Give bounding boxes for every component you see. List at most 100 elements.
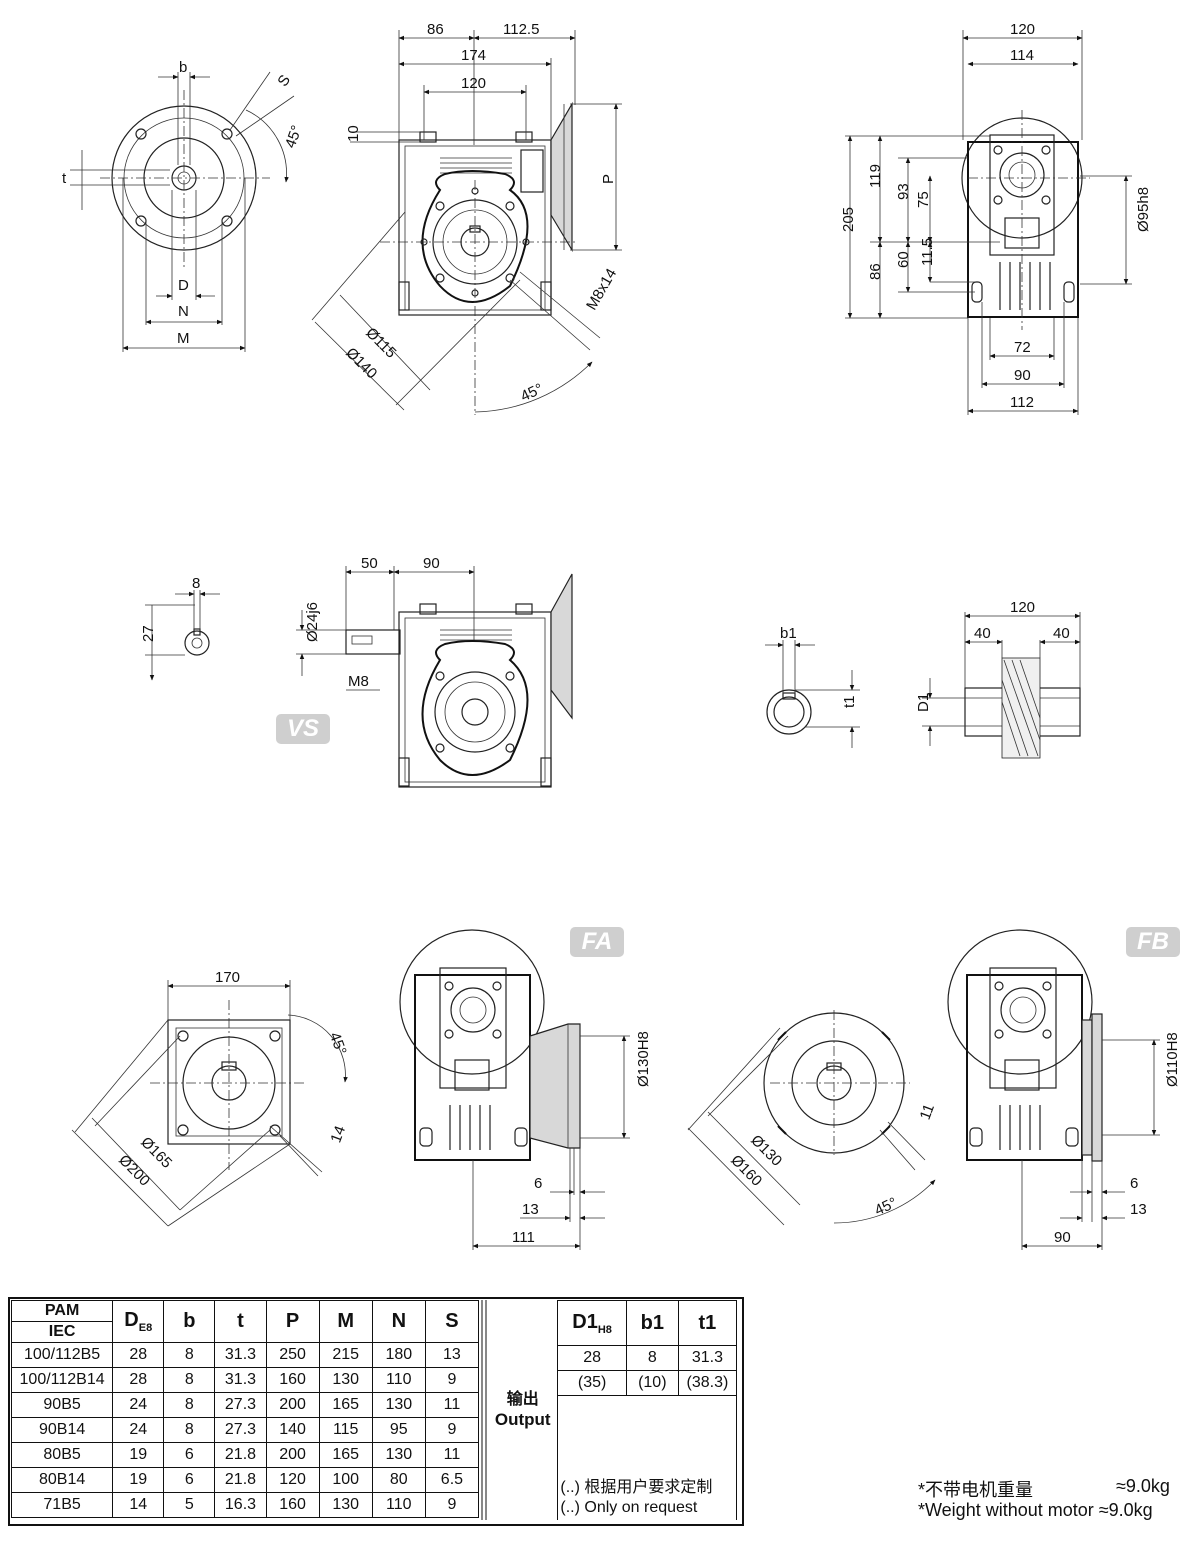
dim-dia24: Ø24j6 [304, 602, 321, 642]
output-label-en: Output [494, 1410, 551, 1430]
dim-angle-fa: 45° [326, 1030, 350, 1057]
dim-6-fb: 6 [1130, 1175, 1138, 1192]
dim-8-key: 8 [192, 575, 200, 592]
dim-90-right: 90 [1014, 367, 1031, 384]
dim-13-fa: 13 [522, 1201, 539, 1218]
weight-cn-value: ≈9.0kg [1116, 1476, 1170, 1496]
input-key-view: 8 27 [140, 575, 220, 681]
header-s: S [424, 1300, 480, 1343]
weight-cn: *不带电机重量 ≈9.0kg [918, 1476, 1170, 1502]
weight-cn-label: *不带电机重量 [918, 1480, 1034, 1500]
output-label-cn: 输出 [506, 1391, 539, 1409]
dim-dia160: Ø160 [727, 1152, 765, 1190]
fa-badge: FA [570, 927, 624, 957]
dim-dia110h8: Ø110H8 [1164, 1032, 1181, 1087]
header-m: M [318, 1300, 373, 1343]
dim-114: 114 [1010, 47, 1034, 64]
dim-dia200: Ø200 [115, 1152, 153, 1190]
output-label: 输出 Output [488, 1300, 559, 1520]
dim-6-fa: 6 [534, 1175, 542, 1192]
header-p: P [265, 1300, 320, 1343]
dim-p: P [600, 174, 617, 184]
dim-86: 86 [427, 21, 444, 38]
dim-m8-vs: M8 [348, 673, 369, 690]
fb-badge: FB [1126, 927, 1180, 957]
dim-75: 75 [915, 191, 932, 208]
dim-n: N [178, 303, 189, 320]
dim-d1: D1 [915, 693, 932, 712]
dim-72: 72 [1014, 339, 1031, 356]
vs-view: 50 90 Ø24j6 M8 [296, 555, 573, 788]
dim-112-5: 112.5 [503, 21, 539, 38]
dim-11-5: 11.5 [919, 238, 936, 266]
weight-en-value: ≈9.0kg [1098, 1500, 1153, 1520]
dim-dia115: Ø115 [362, 324, 399, 361]
flange-front-view: b S 45° t D N M [62, 59, 306, 352]
dim-13-fb: 13 [1130, 1201, 1147, 1218]
header-pam: PAM [10, 1300, 114, 1322]
fa-flange-view: 170 45° 14 Ø165 Ø200 [71, 969, 350, 1227]
table-row: (35)(10)(38.3) [488, 1370, 738, 1396]
dim-60: 60 [895, 251, 912, 268]
dim-90-vs: 90 [423, 555, 440, 572]
dim-t1: t1 [841, 695, 858, 708]
dim-dia95: Ø95h8 [1135, 187, 1152, 232]
dim-dia140: Ø140 [342, 344, 380, 382]
dim-120-hollow: 120 [1010, 599, 1035, 616]
header-n: N [371, 1300, 426, 1343]
header-iec: IEC [10, 1321, 114, 1343]
dim-27-key: 27 [140, 625, 157, 642]
dim-m: M [177, 330, 190, 347]
dim-b1: b1 [780, 625, 797, 642]
header-b: b [163, 1300, 216, 1343]
dim-111: 111 [512, 1229, 535, 1246]
note-en: (..) Only on request [560, 1499, 698, 1516]
gearbox-right-view: 120 114 205 119 93 75 60 11.5 86 Ø95h8 7… [840, 21, 1152, 415]
dim-11-fb: 11 [917, 1102, 938, 1122]
dim-120: 120 [461, 75, 486, 92]
output-key-view: b1 t1 [765, 625, 860, 748]
gearbox-main-view: 86 112.5 174 120 10 P M8x14 Ø115 Ø140 45… [311, 21, 622, 415]
header-d1: D1H8 [557, 1300, 627, 1346]
note-cn: (..) 根据用户要求定制 [560, 1479, 713, 1496]
dim-170: 170 [215, 969, 240, 986]
dim-angle-main: 45° [518, 380, 546, 405]
header-b1: b1 [625, 1300, 679, 1346]
dim-t: t [62, 170, 67, 187]
dim-dia130h8: Ø130H8 [635, 1031, 652, 1087]
header-t1: t1 [677, 1300, 738, 1346]
dim-112: 112 [1010, 394, 1034, 411]
dim-50: 50 [361, 555, 378, 572]
weight-en-label: *Weight without motor [918, 1500, 1094, 1520]
dim-dia165: Ø165 [137, 1134, 175, 1172]
fa-gearbox-view: Ø130H8 6 13 111 [399, 929, 652, 1250]
dim-m8x14: M8x14 [583, 266, 620, 313]
dim-86-right: 86 [867, 263, 884, 280]
dim-119: 119 [867, 164, 884, 188]
dim-93: 93 [895, 183, 912, 200]
dim-angle: 45° [282, 123, 306, 150]
dim-40-left: 40 [974, 625, 991, 642]
weight-en: *Weight without motor ≈9.0kg [918, 1500, 1153, 1521]
dim-14: 14 [327, 1124, 349, 1145]
dim-s: S [274, 72, 294, 90]
header-d: DE8 [112, 1300, 165, 1343]
hollow-shaft-view: 120 40 40 D1 [915, 599, 1081, 759]
spec-table-frame [8, 1297, 744, 1526]
dim-d: D [178, 277, 189, 294]
output-note: (..) 根据用户要求定制 (..) Only on request [557, 1395, 737, 1520]
dim-90-fb: 90 [1054, 1229, 1071, 1246]
vs-badge: VS [276, 714, 330, 744]
dim-205: 205 [840, 207, 857, 232]
